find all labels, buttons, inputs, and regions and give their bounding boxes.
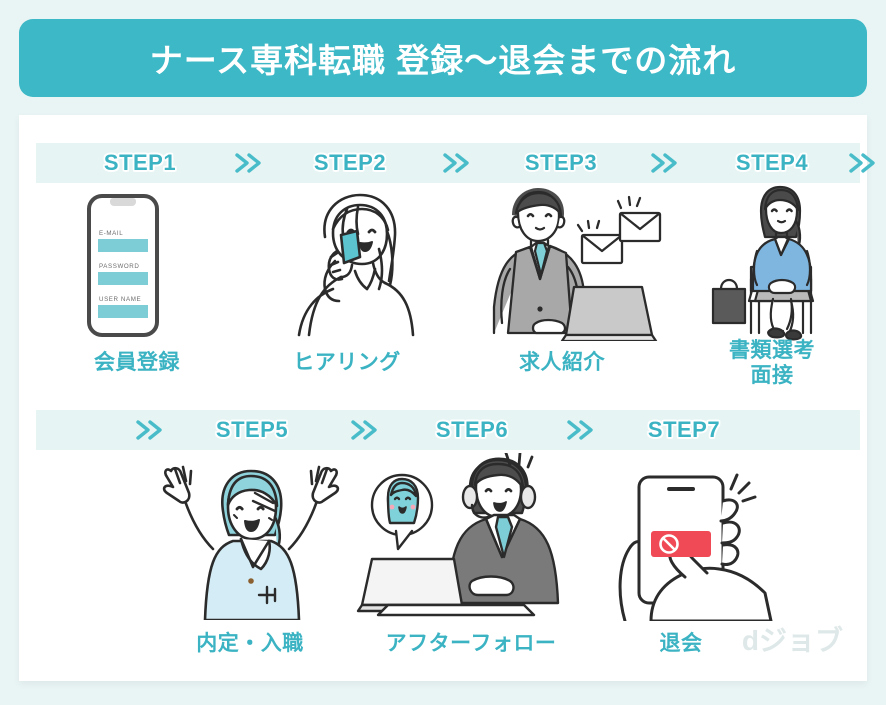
illustration-step5: [149, 455, 349, 620]
step-label-2: STEP2: [313, 150, 387, 175]
illustration-step2: [259, 185, 439, 340]
caption-step6: アフターフォロー: [385, 632, 557, 655]
smartphone-signup-icon: E-MAIL PASSWORD USER NAME: [87, 194, 159, 337]
illustration-step7: [589, 453, 779, 621]
chevron-double-right-icon: [347, 417, 381, 443]
illustration-step3: [474, 183, 664, 341]
step-label-1: STEP1: [103, 150, 177, 175]
page-title: ナース専科転職 登録〜退会までの流れ: [149, 42, 737, 79]
caption-step3: 求人紹介: [519, 351, 605, 374]
phone-field-label-email: E-MAIL: [99, 230, 123, 237]
step-label-6: STEP6: [435, 417, 509, 442]
caption-step1: 会員登録: [94, 351, 180, 374]
caption-step2: ヒアリング: [293, 351, 401, 374]
phone-field-label-password: PASSWORD: [99, 263, 139, 270]
caption-step4: 書類選考 面接: [729, 339, 815, 387]
woman-on-phone-icon: [297, 193, 415, 337]
nurse-celebrating-icon: [162, 465, 340, 620]
woman-interview-seated-icon: [711, 185, 815, 341]
support-agent-headset-icon: [356, 453, 560, 617]
illustration-step1: E-MAIL PASSWORD USER NAME: [63, 193, 183, 338]
step-band-row1: STEP1 STEP2 STEP3 STEP4: [36, 143, 875, 183]
step-band-row2: STEP5 STEP6 STEP7: [36, 410, 860, 450]
caption-step5: 内定・入職: [196, 632, 304, 655]
header-banner: ナース専科転職 登録〜退会までの流れ: [19, 19, 867, 97]
man-laptop-mail-icon: [492, 188, 662, 341]
step-label-7: STEP7: [647, 417, 721, 442]
step-label-5: STEP5: [215, 417, 289, 442]
hand-phone-cancel-icon: [618, 473, 773, 621]
illustration-step6: [354, 453, 569, 621]
illustration-step4: [699, 183, 859, 343]
brand-logo: dジョブ: [741, 625, 843, 656]
chevron-double-right-icon: [132, 417, 166, 443]
phone-field-label-username: USER NAME: [99, 296, 141, 303]
chevron-double-right-icon: [231, 150, 265, 176]
chevron-double-right-icon: [439, 150, 473, 176]
content-card: STEP1 STEP2 STEP3 STEP4 E-MAIL: [19, 115, 875, 681]
chevron-double-right-icon: [563, 417, 597, 443]
step-label-4: STEP4: [735, 150, 809, 175]
chevron-double-right-icon: [845, 150, 879, 176]
chevron-double-right-icon: [647, 150, 681, 176]
caption-step7: 退会: [659, 632, 703, 655]
step-label-3: STEP3: [524, 150, 598, 175]
